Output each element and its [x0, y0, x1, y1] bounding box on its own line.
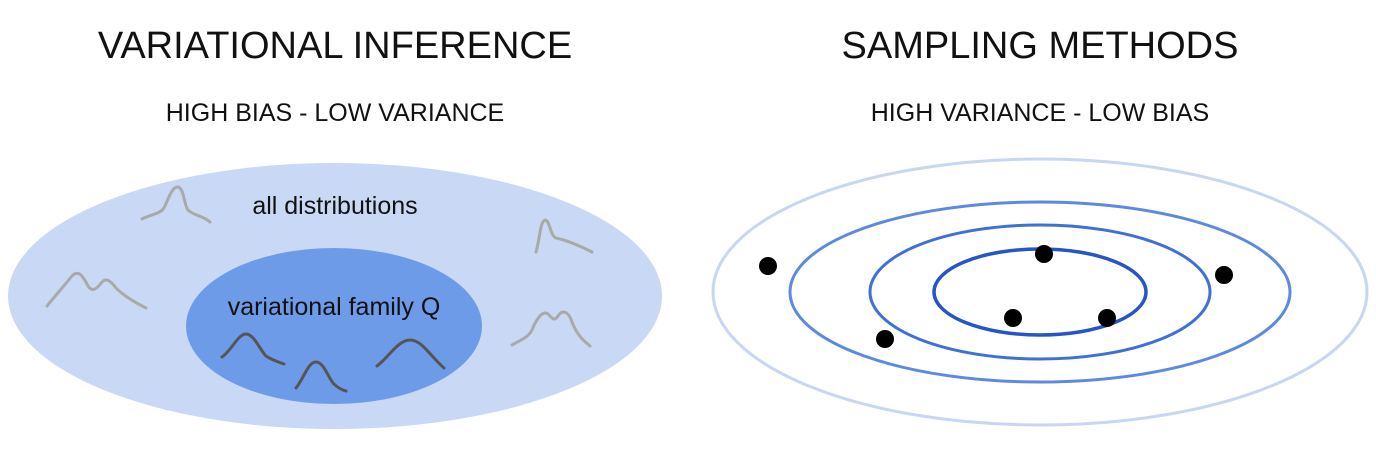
vi-title: VARIATIONAL INFERENCE — [98, 25, 572, 67]
contour-ring-3 — [868, 223, 1212, 361]
contour-ring-2 — [788, 200, 1292, 384]
distribution-curve — [375, 338, 446, 370]
distribution-curve — [534, 218, 594, 254]
sample-dot — [1098, 309, 1116, 327]
distribution-curve — [294, 360, 348, 393]
sample-dot — [1035, 245, 1053, 263]
distribution-curve — [510, 310, 592, 348]
variational-family-ellipse — [186, 248, 482, 404]
sampling-title: SAMPLING METHODS — [842, 25, 1239, 67]
all-distributions-label: all distributions — [252, 192, 417, 220]
sample-dot — [759, 257, 777, 275]
distribution-curve — [220, 332, 286, 366]
variational-family-label: variational family Q — [228, 293, 441, 321]
sample-dot — [876, 330, 894, 348]
sample-dot — [1215, 266, 1233, 284]
distribution-curve — [45, 271, 148, 310]
vi-subtitle: HIGH BIAS - LOW VARIANCE — [166, 99, 504, 127]
distribution-curve — [140, 185, 212, 224]
sample-dot — [1004, 309, 1022, 327]
sampling-subtitle: HIGH VARIANCE - LOW BIAS — [871, 99, 1209, 127]
contour-ring-outer — [711, 157, 1369, 427]
